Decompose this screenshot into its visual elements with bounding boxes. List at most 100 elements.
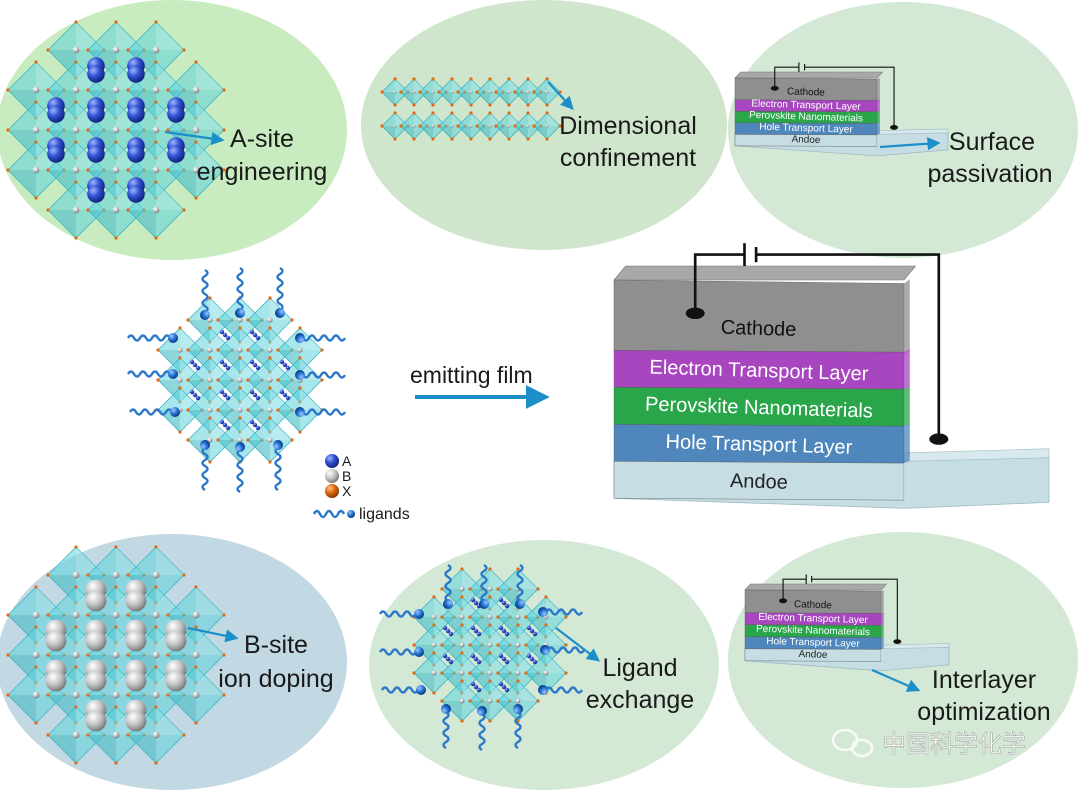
- electrode-contact: [893, 639, 902, 644]
- electrode-contact: [929, 433, 949, 445]
- legend-a-label: A: [342, 453, 352, 469]
- a-site-sphere: [195, 365, 201, 371]
- interlayer-label-line2: optimization: [917, 698, 1050, 726]
- a-site-sphere: [470, 597, 476, 603]
- electrode-contact: [890, 125, 899, 130]
- a-site-sphere: [470, 625, 476, 631]
- surface-label-line2: passivation: [927, 160, 1052, 188]
- ligand-chain: [295, 370, 347, 380]
- surface-ligands: [126, 266, 347, 494]
- legend-b-sphere: [325, 469, 339, 483]
- ligand-pointer: [555, 627, 601, 662]
- a-site-sphere: [504, 687, 510, 693]
- a-site-sphere: [219, 419, 225, 425]
- ligand-chain: [443, 563, 453, 609]
- a-site-sphere: [473, 628, 479, 634]
- ligand-exchange-lattice: [412, 567, 568, 723]
- a-site-sphere: [219, 389, 225, 395]
- a-site-sphere: [526, 653, 532, 659]
- a-site-sphere: [448, 631, 454, 637]
- a-site-sphere: [255, 395, 261, 401]
- a-site-sphere: [252, 362, 258, 368]
- electrode-contact: [770, 85, 779, 91]
- a-site-sphere: [529, 628, 535, 634]
- a-site-sphere: [252, 332, 258, 338]
- a-site-sphere: [255, 335, 261, 341]
- ligand-chain: [126, 369, 178, 379]
- device-layer-label: Perovskite Nanomaterials: [756, 624, 870, 639]
- site-legend: A B X ligands: [312, 453, 410, 523]
- device-layer-label: Hole Transport Layer: [766, 636, 860, 650]
- interlayer-label-line1: Interlayer: [932, 666, 1036, 694]
- a-site-sphere: [532, 631, 538, 637]
- ligand-chain: [235, 266, 245, 318]
- ligand-chain: [477, 706, 487, 752]
- layered-perovskite-lattice: [380, 62, 562, 146]
- a-site-sphere: [225, 365, 231, 371]
- a-site-sphere: [442, 625, 448, 631]
- a-site-sphere: [532, 659, 538, 665]
- b-site-pointer: [187, 626, 239, 643]
- a-site-sphere: [192, 362, 198, 368]
- octahedron-unit: [380, 77, 410, 107]
- a-site-sphere: [476, 687, 482, 693]
- b-dopant-sphere: [165, 630, 187, 652]
- b-dopant-sphere: [45, 670, 67, 692]
- legend-x-label: X: [342, 483, 352, 499]
- a-site-sphere: [473, 684, 479, 690]
- device-top-face: [734, 71, 884, 79]
- a-site-sphere: [501, 656, 507, 662]
- b-dopant-sphere: [45, 630, 67, 652]
- ligand-chain: [378, 609, 424, 619]
- ligand-label-line2: exchange: [586, 686, 694, 714]
- device-layer-label: Andoe: [798, 649, 828, 661]
- a-site-sphere: [249, 419, 255, 425]
- a-site-sphere: [445, 656, 451, 662]
- device-layer-label: Hole Transport Layer: [759, 122, 853, 136]
- surface-pointer: [879, 137, 941, 151]
- ligand-chain: [295, 333, 347, 343]
- a-site-sphere: [279, 389, 285, 395]
- ligand-chain: [275, 266, 285, 318]
- a-site-sphere: [285, 365, 291, 371]
- a-site-sphere: [195, 395, 201, 401]
- a-site-sphere: [167, 105, 185, 123]
- b-dopant-sphere: [85, 630, 107, 652]
- a-site-sphere: [255, 425, 261, 431]
- octahedron-unit: [276, 326, 324, 374]
- ligand-chain: [538, 607, 584, 617]
- a-site-sphere: [225, 335, 231, 341]
- circuit-wire: [782, 578, 898, 642]
- ligand-chain: [200, 440, 210, 492]
- ligand-chain: [126, 333, 178, 343]
- a-site-sphere: [504, 631, 510, 637]
- ligand-label-line1: Ligand: [602, 654, 677, 682]
- a-site-sphere: [498, 653, 504, 659]
- a-site-pointer: [164, 130, 225, 146]
- octahedron-unit: [532, 77, 562, 107]
- octahedron-unit: [399, 77, 429, 107]
- surface-label-line1: Surface: [949, 128, 1035, 156]
- a-site-sphere: [225, 425, 231, 431]
- b-dopant-sphere: [85, 670, 107, 692]
- a-site-sphere: [252, 422, 258, 428]
- b-dopant-sphere: [125, 710, 147, 732]
- a-site-sphere: [255, 365, 261, 371]
- a-site-sphere: [219, 359, 225, 365]
- a-site-sphere: [501, 600, 507, 606]
- a-site-sphere: [47, 105, 65, 123]
- device-layer-label: Cathode: [787, 86, 826, 98]
- a-site-sphere: [473, 600, 479, 606]
- b-dopant-sphere: [85, 590, 107, 612]
- device-layer-label: Perovskite Nanomaterials: [749, 110, 863, 125]
- a-site-sphere: [87, 105, 105, 123]
- a-site-sphere: [47, 145, 65, 163]
- a-site-sphere: [222, 392, 228, 398]
- legend-ligand-icon: [312, 509, 346, 519]
- device-layer-label: Cathode: [720, 317, 796, 341]
- b-site-label-line1: B-site: [244, 631, 308, 659]
- device-layer-label: Andoe: [730, 470, 789, 494]
- a-site-sphere: [87, 145, 105, 163]
